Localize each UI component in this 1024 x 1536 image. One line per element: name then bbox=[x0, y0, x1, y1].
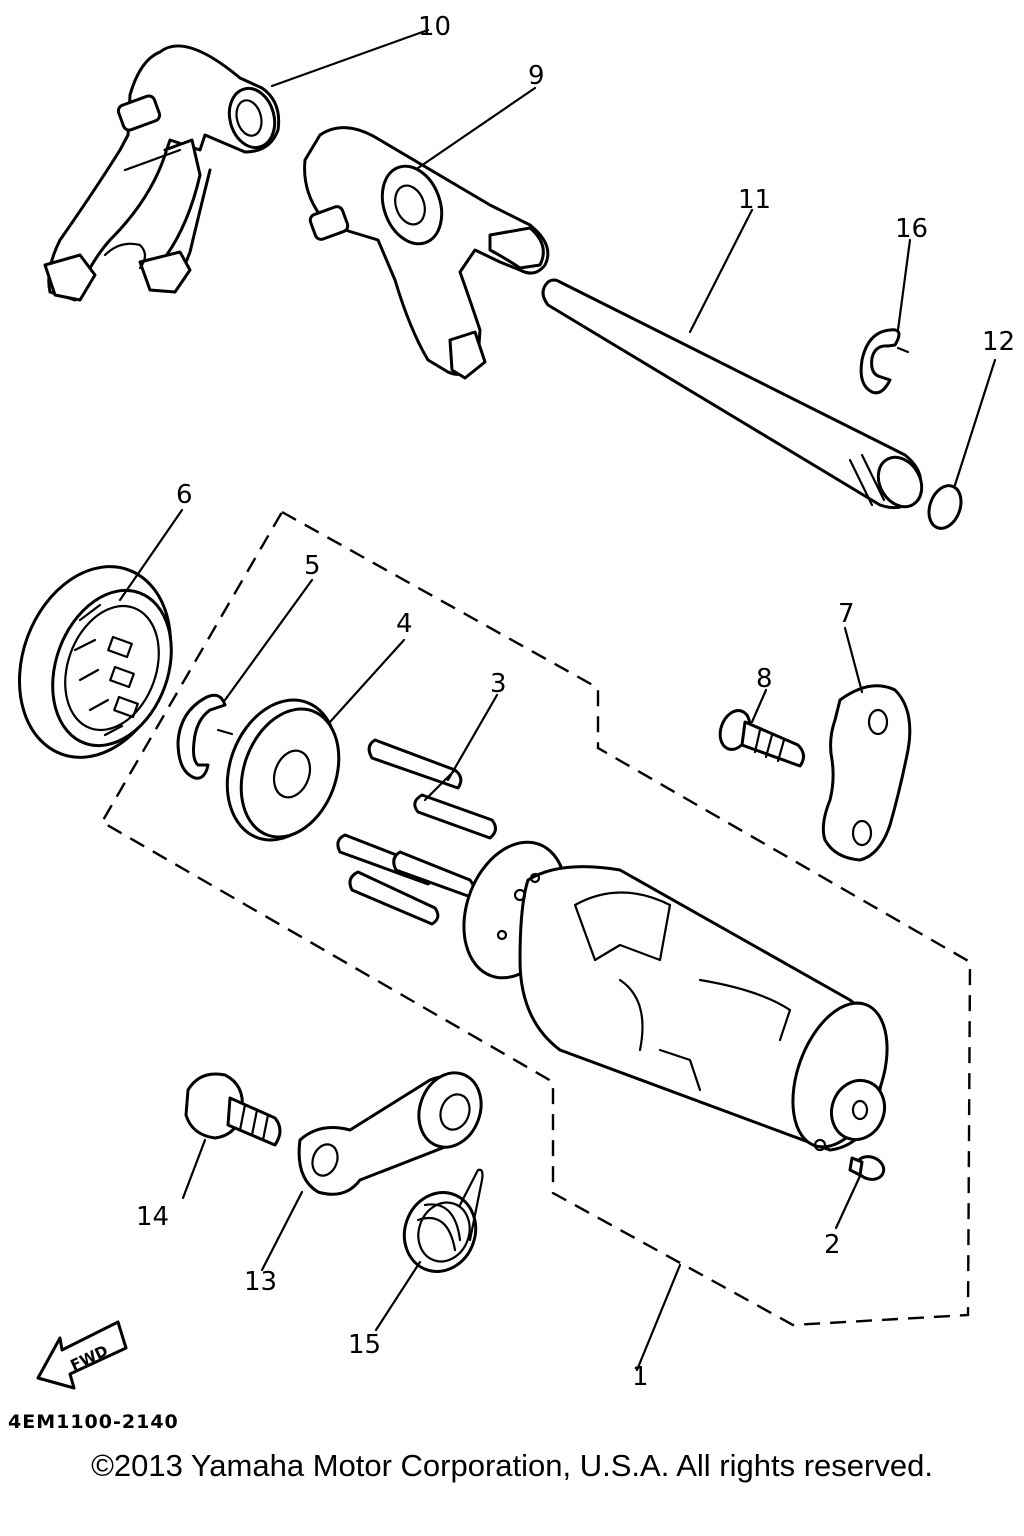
part-5-circlip bbox=[176, 693, 234, 780]
callout-4: 4 bbox=[396, 609, 413, 639]
copyright-notice: ©2013 Yamaha Motor Corporation, U.S.A. A… bbox=[91, 1448, 933, 1483]
callout-12: 12 bbox=[982, 327, 1015, 357]
part-2-pin bbox=[848, 1155, 886, 1181]
part-8-screw bbox=[718, 709, 805, 768]
callout-6: 6 bbox=[176, 480, 193, 510]
callout-1: 1 bbox=[632, 1362, 649, 1392]
part-11-shift-guide-bar bbox=[541, 278, 924, 510]
callout-10: 10 bbox=[418, 12, 451, 42]
part-10-shift-fork bbox=[43, 44, 281, 302]
part-15-torsion-spring bbox=[402, 1168, 484, 1273]
callout-13: 13 bbox=[244, 1267, 277, 1297]
callout-2: 2 bbox=[824, 1230, 841, 1260]
part-1-shift-drum bbox=[462, 840, 889, 1152]
leader-lines bbox=[118, 28, 997, 1372]
part-13-stopper-lever bbox=[297, 1071, 483, 1196]
callout-15: 15 bbox=[348, 1330, 381, 1360]
part-7-segment-plate bbox=[821, 684, 912, 862]
part-6-bearing bbox=[17, 565, 173, 759]
callout-9: 9 bbox=[528, 61, 545, 91]
fwd-arrow-icon: FWD bbox=[36, 1320, 128, 1390]
part-12-o-ring bbox=[927, 484, 963, 530]
callout-7: 7 bbox=[838, 599, 855, 629]
callout-5: 5 bbox=[304, 551, 321, 581]
callout-11: 11 bbox=[738, 185, 771, 215]
part-16-circlip bbox=[859, 328, 910, 395]
diagram-code: 4EM1100-2140 bbox=[8, 1411, 179, 1433]
part-9-shift-fork bbox=[303, 126, 550, 380]
assembly-boundary bbox=[100, 510, 972, 1327]
part-14-bolt bbox=[184, 1072, 282, 1147]
callout-3: 3 bbox=[490, 669, 507, 699]
callout-8: 8 bbox=[756, 664, 773, 694]
callout-14: 14 bbox=[136, 1202, 169, 1232]
part-4-washer bbox=[225, 698, 341, 842]
callout-16: 16 bbox=[895, 214, 928, 244]
